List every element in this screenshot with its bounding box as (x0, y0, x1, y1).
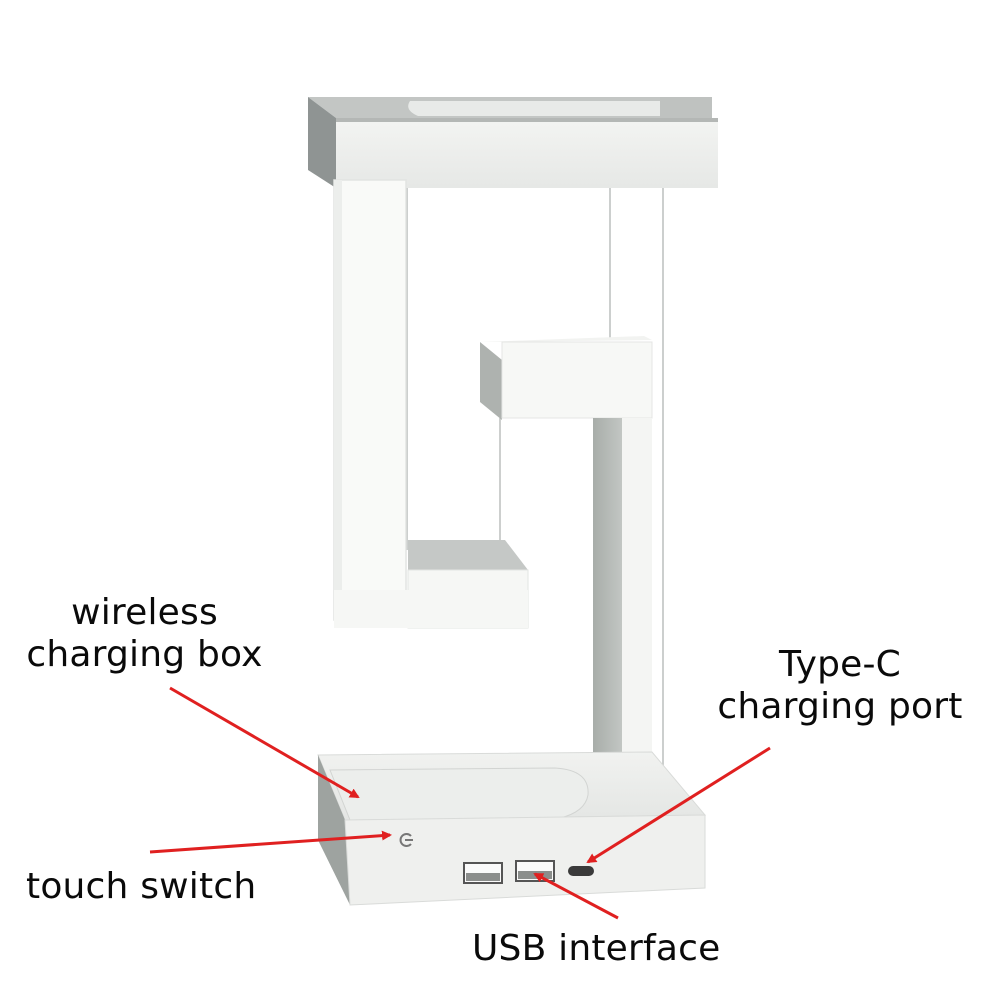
label-line: charging port (717, 686, 963, 727)
lamp-left-frame (333, 179, 529, 629)
label-usb-interface: USB interface (472, 928, 721, 969)
lamp-right-arm (480, 336, 653, 818)
usb-port-1[interactable] (463, 862, 503, 884)
label-type-c-charging-port: Type-C charging port (710, 644, 970, 728)
lamp-top-shade (308, 97, 718, 188)
label-line: charging box (26, 634, 263, 675)
suspension-wires (406, 188, 664, 830)
usb-port-2[interactable] (515, 860, 555, 882)
label-line: wireless (71, 592, 218, 633)
charging-base (317, 751, 707, 906)
label-wireless-charging-box: wireless charging box (22, 592, 267, 676)
label-line: Type-C (778, 644, 901, 685)
arrow-type-c (586, 746, 771, 864)
arrow-touch-switch (149, 830, 392, 854)
label-touch-switch: touch switch (26, 866, 257, 907)
arrow-usb (533, 872, 619, 920)
power-icon[interactable] (399, 833, 413, 847)
arrow-wireless (169, 686, 360, 799)
type-c-port[interactable] (568, 866, 594, 876)
annotation-arrows (149, 686, 771, 920)
